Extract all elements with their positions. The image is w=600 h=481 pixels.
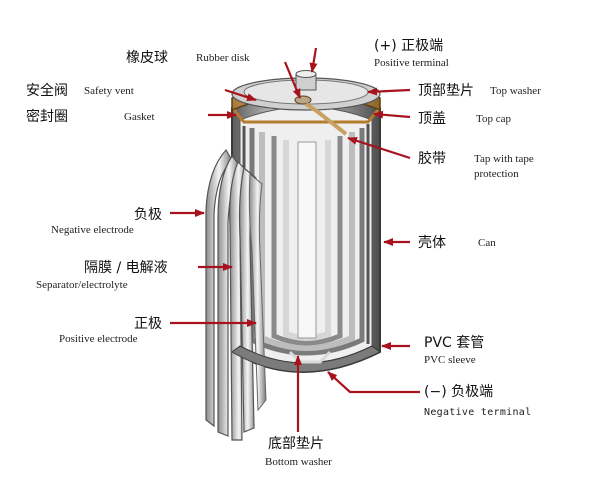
bottom-washer-cn: 底部垫片 xyxy=(268,436,324,452)
top-washer-en: Top washer xyxy=(490,85,541,97)
label-rubber-disk: 橡皮球 Rubber disk xyxy=(126,50,250,66)
positive-terminal-cn: (+) 正极端 xyxy=(374,38,443,54)
label-tape: 胶带 Tap with tape protection xyxy=(418,150,534,180)
separator-en: Separator/electrolyte xyxy=(36,279,128,291)
label-separator: 隔膜 / 电解液 Separator/electrolyte xyxy=(36,260,168,291)
pvc-sleeve-en: PVC sleeve xyxy=(424,354,476,366)
gasket-cn: 密封圈 xyxy=(26,108,68,125)
label-gasket: 密封圈 Gasket xyxy=(26,108,155,125)
safety-vent-en: Safety vent xyxy=(84,85,134,97)
bottom-washer-en: Bottom washer xyxy=(265,456,332,468)
label-bottom-washer: 底部垫片 Bottom washer xyxy=(265,436,332,468)
positive-terminal-en: Positive terminal xyxy=(374,57,449,69)
positive-electrode-cn: 正极 xyxy=(134,316,162,332)
pvc-sleeve-cn: PVC 套管 xyxy=(424,335,484,351)
top-cap-assembly xyxy=(231,70,381,136)
label-pvc-sleeve: PVC 套管 PVC sleeve xyxy=(424,335,484,366)
peeled-layers xyxy=(205,148,267,441)
positive-electrode-en: Positive electrode xyxy=(59,333,138,345)
callout-arrows xyxy=(170,47,420,432)
label-safety-vent: 安全阀 Safety vent xyxy=(26,82,134,99)
label-top-cap: 顶盖 Top cap xyxy=(418,111,511,127)
label-positive-terminal: (+) 正极端 Positive terminal xyxy=(374,38,449,69)
can-en: Can xyxy=(478,237,496,249)
safety-vent-cn: 安全阀 xyxy=(26,82,68,99)
tape-en2: protection xyxy=(474,168,519,180)
top-cap-en: Top cap xyxy=(476,113,511,125)
separator-cn: 隔膜 / 电解液 xyxy=(84,260,168,276)
tape-cn: 胶带 xyxy=(418,150,446,167)
negative-electrode-en: Negative electrode xyxy=(51,224,134,236)
label-can: 壳体 Can xyxy=(418,234,496,251)
label-negative-electrode: 负极 Negative electrode xyxy=(51,207,162,236)
tape-en: Tap with tape xyxy=(474,153,534,165)
top-washer-cn: 顶部垫片 xyxy=(418,83,474,99)
gasket-en: Gasket xyxy=(124,111,155,123)
negative-electrode-cn: 负极 xyxy=(134,207,162,223)
label-negative-terminal: (−) 负极端 Negative terminal xyxy=(424,384,531,418)
label-positive-electrode: 正极 Positive electrode xyxy=(59,316,162,345)
rubber-disk-cn: 橡皮球 xyxy=(126,50,168,66)
negative-terminal-cn: (−) 负极端 xyxy=(424,384,493,400)
battery-body xyxy=(205,70,381,441)
rubber-disk-en: Rubber disk xyxy=(196,52,250,64)
can-cn: 壳体 xyxy=(418,234,446,251)
electrode-roll xyxy=(242,124,370,356)
label-top-washer: 顶部垫片 Top washer xyxy=(418,83,541,99)
top-cap-cn: 顶盖 xyxy=(418,111,446,127)
negative-terminal-en: Negative terminal xyxy=(424,407,531,418)
